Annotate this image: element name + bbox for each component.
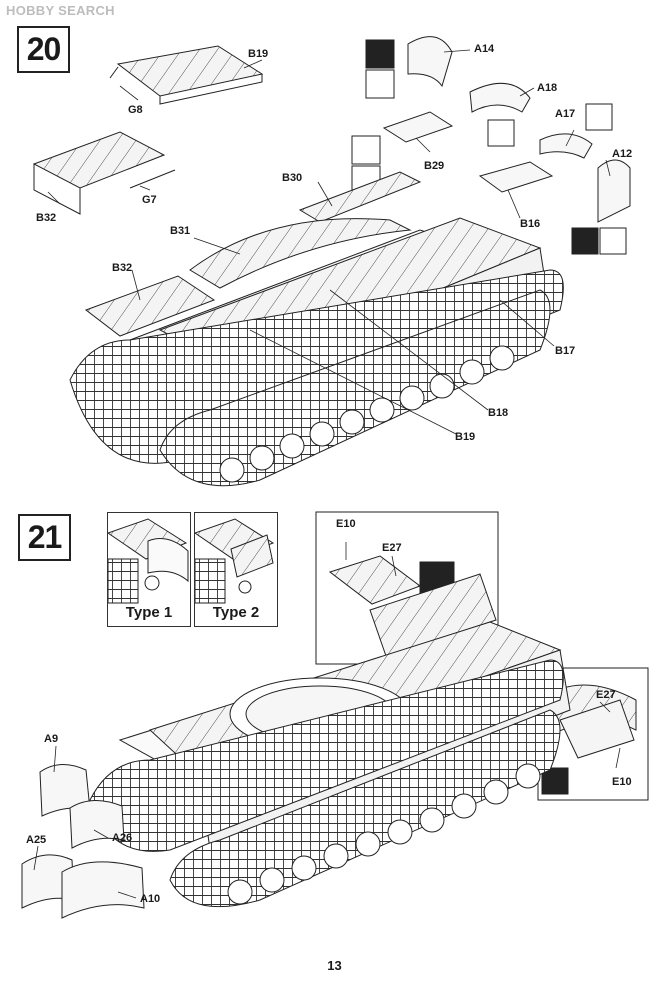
step-20-number: 20 xyxy=(17,26,70,73)
part-label-a17: A17 xyxy=(555,108,576,120)
part-label-a26: A26 xyxy=(112,832,133,844)
part-label-a9: A9 xyxy=(44,733,59,745)
tank-hull-step21 xyxy=(89,621,571,908)
part-label-b19-top: B19 xyxy=(248,48,269,60)
part-label-e27-right: E27 xyxy=(596,689,616,701)
leader-lines-step20 xyxy=(47,49,611,435)
page-number: 13 xyxy=(327,958,342,973)
part-label-g7: G7 xyxy=(142,194,157,206)
fender-b19-top xyxy=(116,45,264,105)
part-label-e10-right: E10 xyxy=(612,776,632,788)
detail-icons-step20 xyxy=(351,39,627,255)
part-label-b29: B29 xyxy=(424,160,445,172)
part-label-g8: G8 xyxy=(128,104,143,116)
part-label-a25: A25 xyxy=(26,834,47,846)
part-label-e27-top: E27 xyxy=(382,542,402,554)
part-label-a14: A14 xyxy=(474,43,495,55)
step-21-number: 21 xyxy=(18,514,71,561)
part-label-b16: B16 xyxy=(520,218,541,230)
part-label-a10: A10 xyxy=(140,893,161,905)
type1-caption: Type 1 xyxy=(125,604,173,621)
part-label-e10-top: E10 xyxy=(336,518,356,530)
part-label-b18: B18 xyxy=(488,407,509,419)
part-label-b32-left: B32 xyxy=(36,212,57,224)
part-label-b32-right: B32 xyxy=(112,262,133,274)
leader-lines-step21 xyxy=(33,542,621,899)
tank-hull-step20 xyxy=(69,217,564,487)
part-label-a18: A18 xyxy=(537,82,558,94)
variant-inset-type1: Type 1 xyxy=(107,512,191,627)
front-guards xyxy=(21,764,145,919)
watermark: HOBBY SEARCH xyxy=(6,3,115,18)
part-label-b19-bottom: B19 xyxy=(455,431,476,443)
fender-b32-left xyxy=(32,131,166,215)
part-label-b30: B30 xyxy=(282,172,303,184)
part-label-b31: B31 xyxy=(170,225,191,237)
type1-detail-drawing xyxy=(108,518,189,604)
part-label-b17: B17 xyxy=(555,345,576,357)
type2-caption: Type 2 xyxy=(212,604,260,621)
parts-a14-a18 xyxy=(382,36,631,223)
variant-inset-type2: Type 2 xyxy=(194,512,278,627)
type2-detail-drawing xyxy=(195,518,275,604)
part-label-a12: A12 xyxy=(612,148,633,160)
